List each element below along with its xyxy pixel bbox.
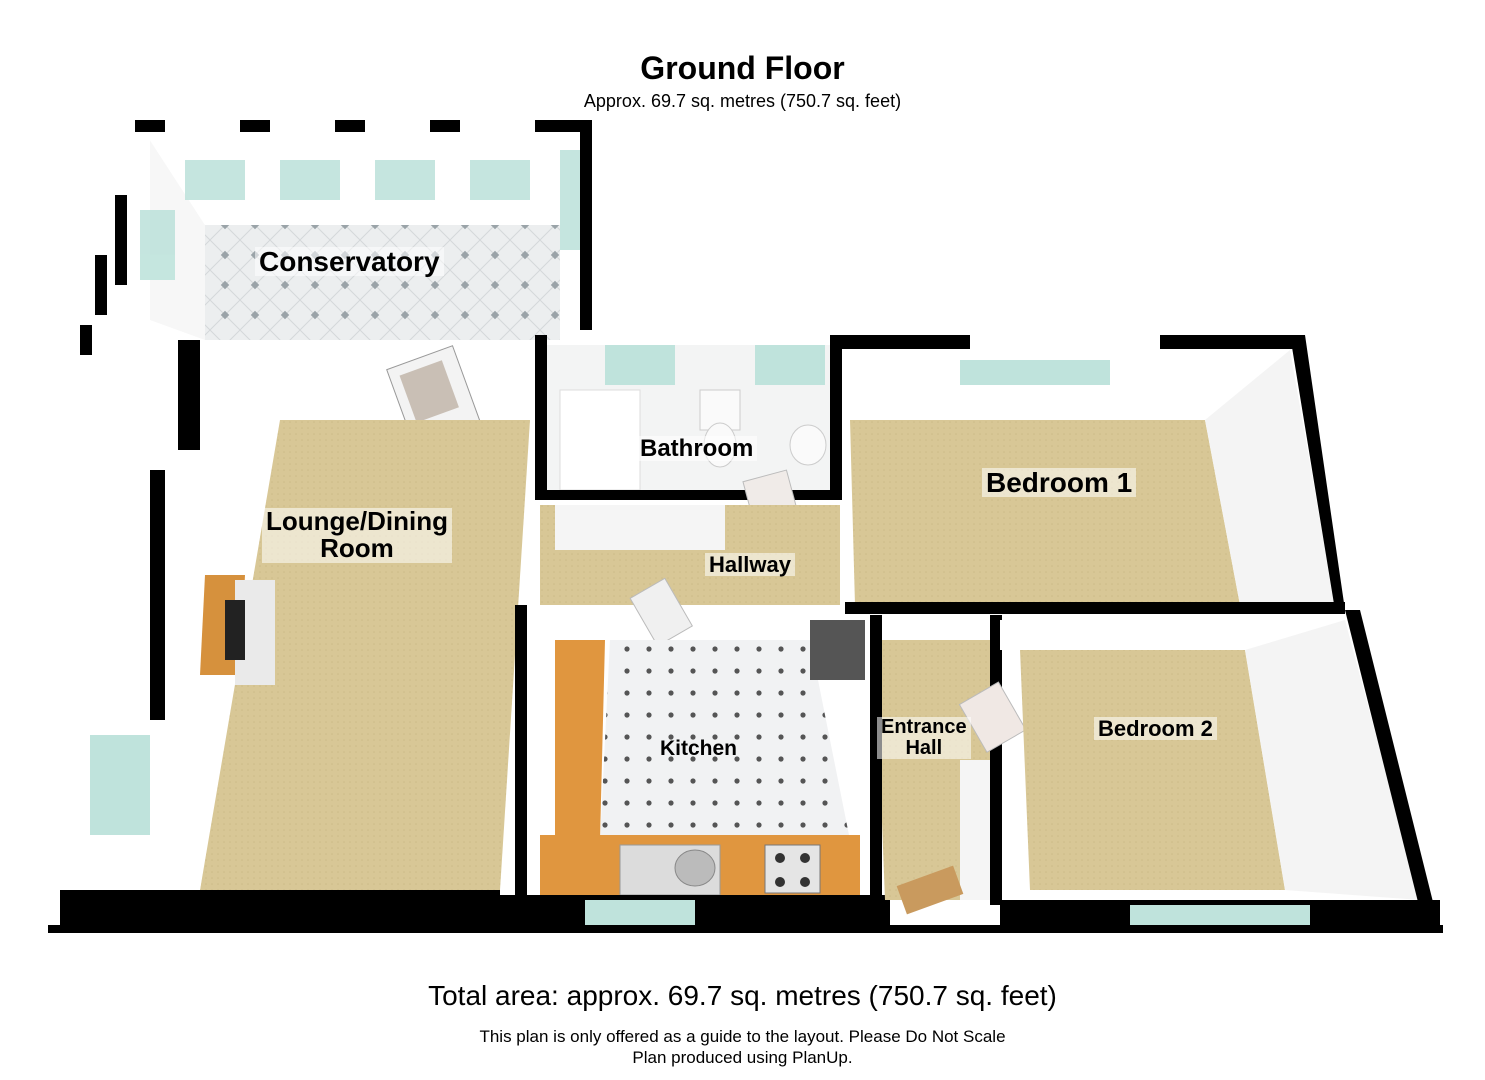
disclaimer: This plan is only offered as a guide to …: [479, 1027, 1006, 1046]
lounge-label-line1: Lounge/Dining: [266, 506, 448, 536]
exterior-wall: [48, 925, 1443, 933]
lounge-label-line2: Room: [320, 533, 394, 564]
entrance-hall: [870, 615, 1027, 915]
hallway-label: Hallway: [705, 553, 795, 576]
bathroom-label: Bathroom: [636, 436, 758, 461]
bedroom-2: [1000, 610, 1440, 930]
bedroom-2-label: Bedroom 2: [1094, 717, 1217, 740]
produced-by: Plan produced using PlanUp.: [632, 1048, 853, 1067]
entrance-label-line2: Hall: [905, 737, 943, 759]
kitchen-label: Kitchen: [660, 737, 738, 760]
hallway: [540, 505, 840, 647]
conservatory-label: Conservatory: [255, 247, 444, 276]
total-area: Total area: approx. 69.7 sq. metres (750…: [428, 980, 1057, 1011]
bathroom: [535, 335, 842, 546]
bedroom-1: [840, 335, 1345, 614]
floor-area-subtitle: Approx. 69.7 sq. metres (750.7 sq. feet): [583, 91, 902, 111]
entrance-label-line1: Entrance: [881, 716, 967, 738]
bedroom-1-label: Bedroom 1: [982, 468, 1137, 497]
kitchen: [500, 605, 890, 930]
floor-title: Ground Floor: [640, 50, 845, 86]
lounge-dining-label: Lounge/Dining Room: [262, 506, 452, 564]
entrance-hall-label: Entrance Hall: [877, 717, 971, 759]
